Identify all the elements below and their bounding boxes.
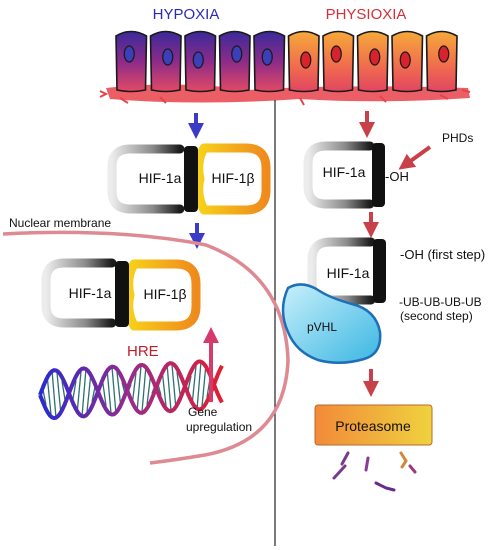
cell-nucleus <box>369 48 381 66</box>
cell-nucleus <box>330 45 342 63</box>
hre-label: HRE <box>127 343 159 360</box>
cell-nucleus <box>123 45 135 63</box>
cell-layer-icon <box>99 30 471 106</box>
cell-nucleus <box>399 51 411 69</box>
phds-arrow <box>398 145 432 170</box>
header-hypoxia: HYPOXIA <box>153 6 220 23</box>
ub-chain-label: -UB-UB-UB-UB <box>399 295 482 309</box>
cell-nucleus <box>192 51 204 69</box>
proteasome-label: Proteasome <box>335 418 411 434</box>
dna-base-pair <box>86 372 92 412</box>
hif1b-label-top: HIF-1β <box>211 170 254 186</box>
hif1b-subunit-top <box>194 143 271 215</box>
dna-base-pair <box>171 364 177 410</box>
phds-label: PHDs <box>442 131 473 145</box>
dna-base-pair <box>136 365 142 413</box>
second-step-label: (second step) <box>400 309 473 323</box>
dna-base-pair <box>81 368 87 417</box>
hif1a-label-top: HIF-1a <box>139 170 182 186</box>
hif1a-label-ubiquitinated: HIF-1a <box>327 265 370 281</box>
dna-base-pair <box>76 371 82 414</box>
cell-nucleus <box>300 51 312 69</box>
dna-base-pair <box>56 372 62 416</box>
hif1a-subunit-hydroxylated <box>303 141 375 209</box>
hif-complex-cytoplasm <box>107 143 271 215</box>
cell-nucleus <box>162 48 174 66</box>
oh-label: -OH <box>385 169 409 184</box>
cell-nucleus <box>261 48 273 66</box>
nuclear-membrane-label: Nuclear membrane <box>9 216 111 230</box>
proteasome-box <box>314 404 433 446</box>
dna-base-pair <box>196 361 202 410</box>
dna-base-pair <box>166 363 172 411</box>
hif1a-label-nuclear: HIF-1a <box>69 285 112 301</box>
gene-upregulation-label-line2: upregulation <box>186 420 252 434</box>
dna-base-pair <box>106 368 112 414</box>
nuclear-membrane-arc <box>2 230 290 465</box>
hif1b-label-nuclear: HIF-1β <box>143 286 186 302</box>
hif-complex-nuclear <box>41 258 201 331</box>
oh-first-step-label: -OH (first step) <box>400 247 485 262</box>
dna-base-pair <box>191 365 197 406</box>
hif1a-subunit-top <box>107 144 185 214</box>
hif1a-subunit-nuclear <box>41 258 117 328</box>
cell-nucleus <box>231 45 243 63</box>
gene-upregulation-label-line1: Gene <box>188 405 218 419</box>
hif1a-label-hydroxylated: HIF-1a <box>323 164 366 180</box>
header-physioxia: PHYSIOXIA <box>326 6 407 23</box>
dna-helix-icon <box>38 359 224 421</box>
dna-base-pair <box>51 370 57 419</box>
dna-base-pair <box>201 363 207 407</box>
pvhl-label: pVHL <box>307 320 337 334</box>
cell-nucleus <box>438 45 450 63</box>
pvhl-protein <box>281 283 382 364</box>
dna-base-pair <box>111 366 117 415</box>
dna-base-pair <box>141 365 147 412</box>
proteasome-fragments-icon <box>332 451 417 492</box>
